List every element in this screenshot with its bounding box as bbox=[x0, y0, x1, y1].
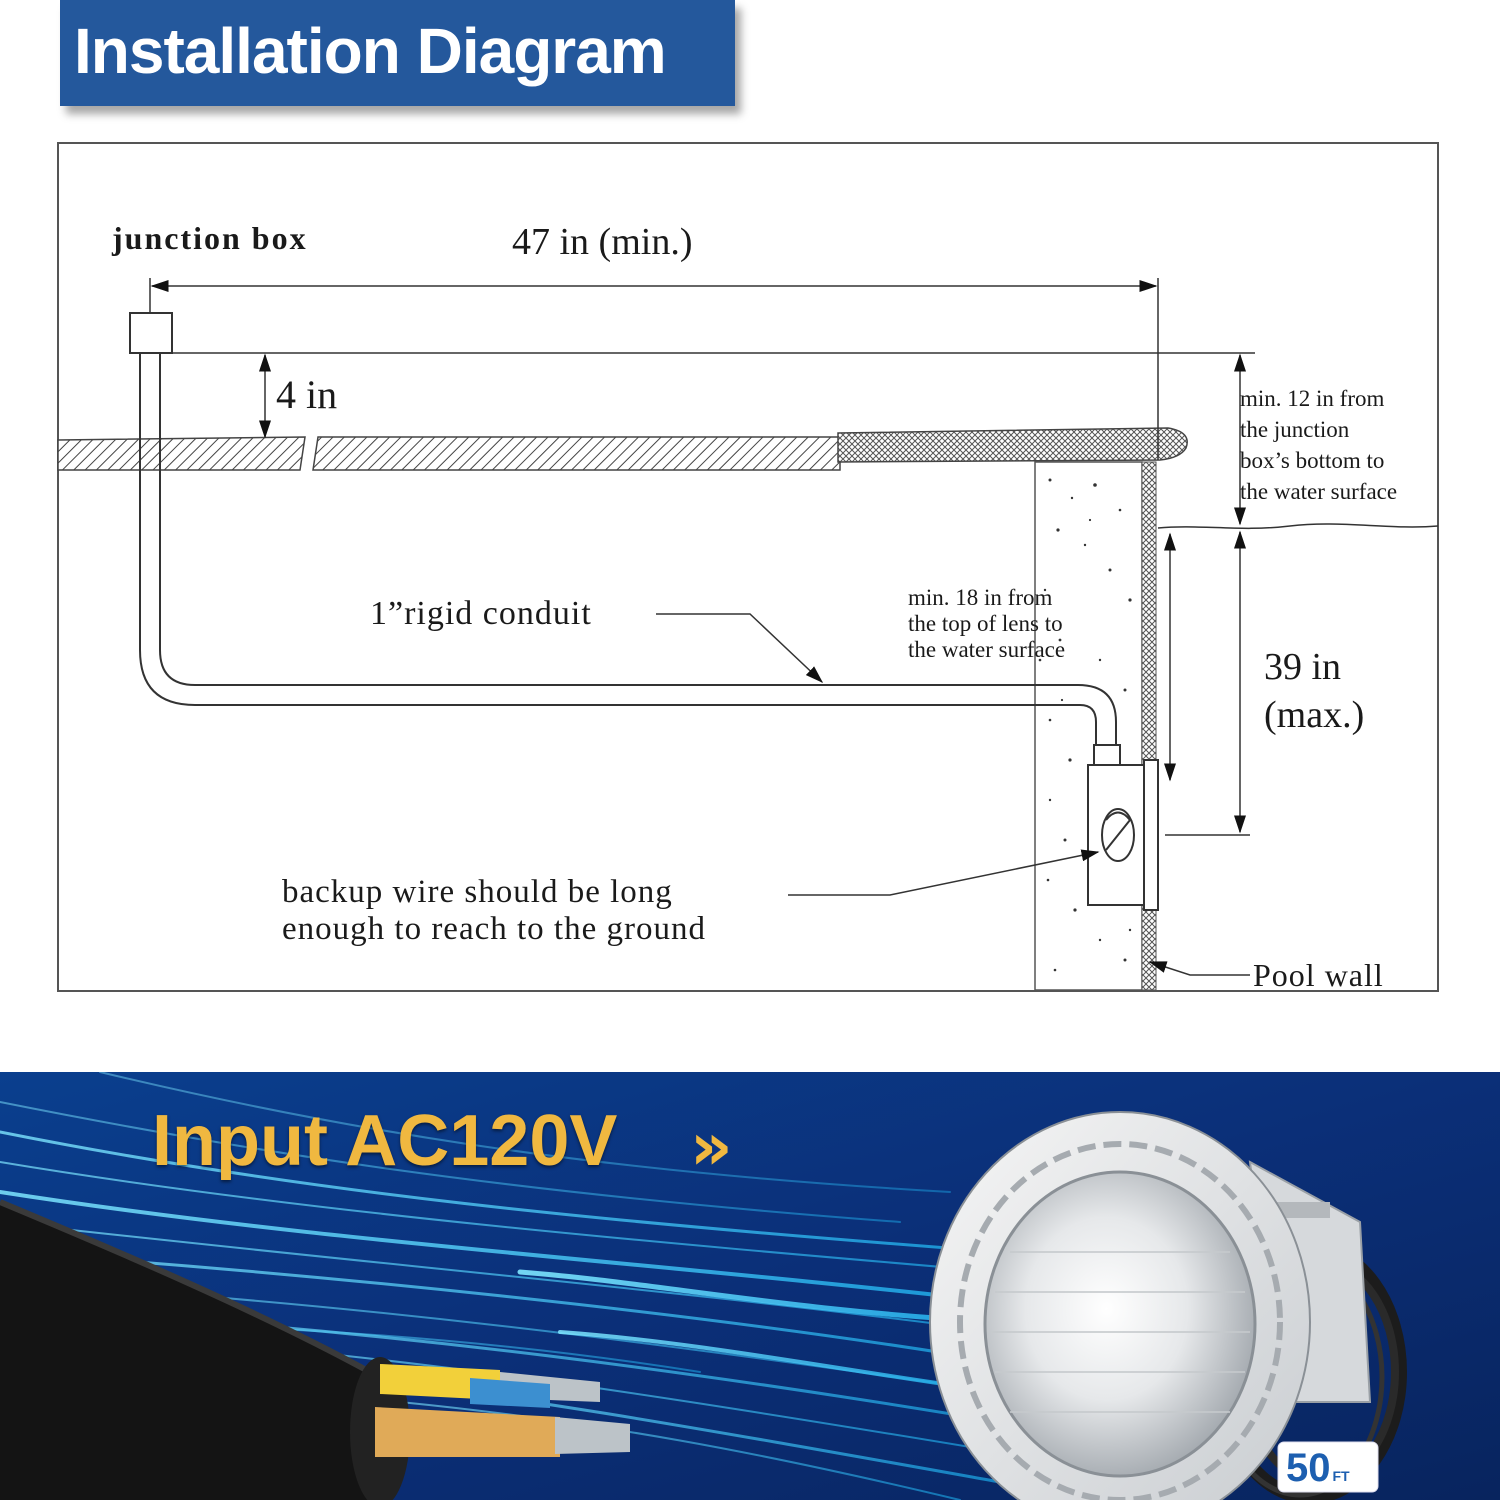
chevron-right-icon: » bbox=[690, 1108, 733, 1185]
lens-note-line-2: the top of lens to bbox=[908, 611, 1063, 636]
depth-label-line-2: (max.) bbox=[1264, 694, 1364, 736]
cable-length-badge bbox=[1277, 1441, 1379, 1493]
pool-light bbox=[929, 1111, 1372, 1500]
pool-wall-leader bbox=[1148, 961, 1250, 976]
installation-diagram: junction box 47 in (min.) 4 in min. 12 i… bbox=[57, 142, 1439, 993]
promo-panel bbox=[0, 1072, 1500, 1500]
promo-background bbox=[0, 1072, 1500, 1500]
input-voltage-label: Input AC120V bbox=[152, 1101, 618, 1181]
conduit-label: 1”rigid conduit bbox=[370, 595, 592, 632]
diagram-frame bbox=[57, 142, 1439, 992]
lens-note-line-1: min. 18 in from bbox=[908, 585, 1052, 610]
page-title: Installation Diagram bbox=[74, 15, 667, 87]
dimension-39in bbox=[1165, 530, 1250, 836]
fiber-strands bbox=[0, 1072, 1003, 1500]
junction-box bbox=[129, 312, 173, 354]
power-cable bbox=[0, 1199, 630, 1500]
junction-box-label: junction box bbox=[111, 220, 308, 256]
title-banner: Installation Diagram bbox=[60, 0, 735, 106]
pool-wall-label: Pool wall bbox=[1253, 957, 1384, 993]
conduit-leader bbox=[656, 613, 824, 684]
lens-note-line-3: the water surface bbox=[908, 637, 1065, 662]
clearance-note-line-2: the junction bbox=[1240, 417, 1350, 442]
dimension-47in bbox=[149, 278, 1159, 460]
backup-wire-line-2: enough to reach to the ground bbox=[282, 911, 706, 947]
clearance-note-line-1: min. 12 in from bbox=[1240, 386, 1384, 411]
backup-wire-line-1: backup wire should be long bbox=[282, 874, 673, 910]
vertical-offset-label: 4 in bbox=[276, 372, 337, 417]
clearance-note-line-4: the water surface bbox=[1240, 479, 1397, 504]
clearance-note-line-3: box’s bottom to bbox=[1240, 448, 1384, 473]
backup-wire-leader bbox=[788, 849, 1100, 896]
ground-surface bbox=[57, 427, 1188, 471]
cable-length-value: 50 bbox=[1286, 1446, 1331, 1490]
cable-length-unit: FT bbox=[1332, 1468, 1350, 1484]
horizontal-distance-label: 47 in (min.) bbox=[512, 221, 692, 263]
water-surface-line bbox=[1157, 523, 1439, 530]
rigid-conduit bbox=[139, 353, 1117, 745]
light-niche bbox=[1087, 744, 1159, 911]
depth-label-line-1: 39 in bbox=[1264, 646, 1341, 688]
